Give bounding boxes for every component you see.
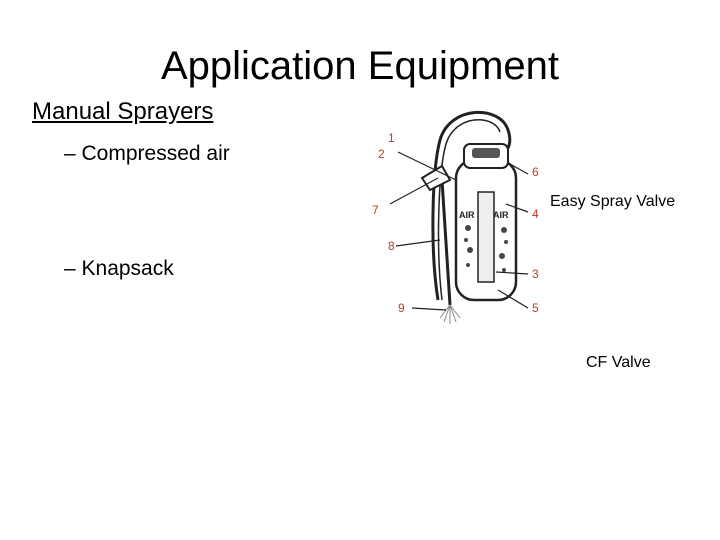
slide-title: Application Equipment <box>160 44 560 88</box>
tank-air-label-right: AIR <box>493 210 509 220</box>
tank-air-label-left: AIR <box>459 210 475 220</box>
hose <box>431 110 512 301</box>
label-6: 6 <box>532 165 539 179</box>
caption-easy-spray-valve: Easy Spray Valve <box>550 193 676 210</box>
trigger-handle <box>420 164 452 192</box>
bullet-compressed-air: – Compressed air <box>64 142 230 165</box>
bullet-knapsack: – Knapsack <box>64 257 174 280</box>
label-3: 3 <box>532 267 539 281</box>
subheading-manual-sprayers: Manual Sprayers <box>32 98 214 125</box>
spray-lance <box>440 179 452 306</box>
label-2: 2 <box>378 147 385 161</box>
label-1: 1 <box>388 131 395 145</box>
sprayer-diagram: AIR AIR 1 2 6 7 4 8 3 9 5 <box>372 110 539 324</box>
label-8: 8 <box>388 239 395 253</box>
pump-cylinder <box>477 191 495 283</box>
label-9: 9 <box>398 301 405 315</box>
caption-cf-valve: CF Valve <box>586 354 651 371</box>
label-4: 4 <box>532 207 539 221</box>
label-5: 5 <box>532 301 539 315</box>
label-7: 7 <box>372 203 379 217</box>
spray-pattern <box>439 304 461 324</box>
